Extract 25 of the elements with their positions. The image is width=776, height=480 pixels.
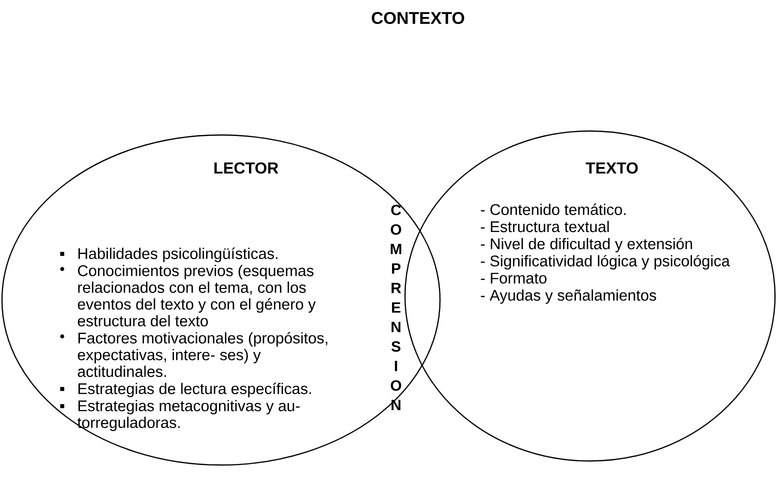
vertical-letter: I [394,360,398,372]
list-item: - Significatividad lógica y psicológica [480,254,730,270]
vertical-letter: N [392,322,400,332]
list-item: - Contenido temático. [480,204,626,216]
vertical-letter: M [390,244,402,254]
vertical-letter: R [392,282,402,294]
heading: LECTOR [214,162,278,174]
list-item: - Nivel de dificultad y extensión [480,238,692,252]
heading: TEXTO [586,162,638,174]
list-item: Conocimientos previos (esquemas relacionados con el tema, con los eventos del texto y con el género y estructura del texto [60,264,316,326]
vertical-letter: C [391,204,401,216]
list-item: Estrategias metacognitivas y au- torreguladoras. [60,400,300,432]
list-item: - Ayudas y señalamientos [480,289,656,304]
list-item: Habilidades psicolingüísticas. [60,248,278,262]
title: CONTEXTO [372,12,464,24]
vertical-letter: S [391,341,400,352]
list-item: Factores motivacionales (propósitos, expectativas, intere- ses) y actitudinales. [60,332,328,378]
list-item: Estrategias de lectura específicas. [60,382,311,398]
list-item: - Formato [480,272,546,284]
vertical-letter: P [392,263,400,274]
vertical-letter: O [390,380,402,391]
vertical-letter: E [392,302,400,313]
vertical-letter: O [390,224,402,235]
list-item: - Estructura textual [480,220,609,232]
vertical-letter: N [392,400,400,410]
